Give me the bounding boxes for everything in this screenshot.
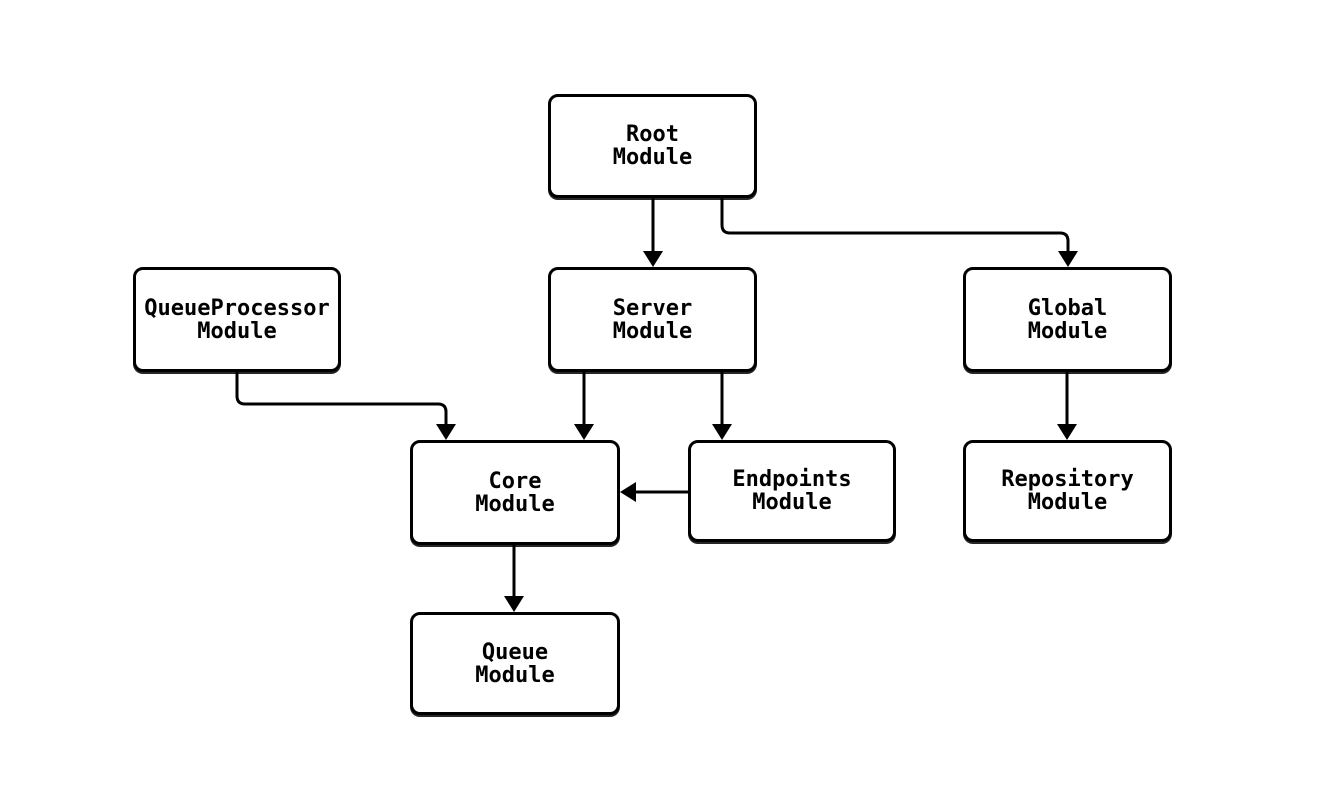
edge-core-to-queue [504,545,524,612]
node-label-line: Core [488,468,542,494]
node-queueprocessor-module: QueueProcessor Module [133,267,341,372]
node-server-module: Server Module [548,267,757,372]
node-root-module: Root Module [548,94,757,198]
node-label-line: QueueProcessor [144,295,330,321]
arrowhead-down-icon [643,251,663,267]
arrowhead-left-icon [620,482,636,502]
edge-root-to-server [643,198,663,267]
edge-server-to-core [574,372,594,440]
edge-endpoints-to-core [620,482,688,502]
node-repository-module: Repository Module [963,440,1172,542]
node-endpoints-module: Endpoints Module [688,440,896,542]
node-label-line: Module [1027,490,1108,515]
edge-global-to-repository [1057,372,1077,440]
node-label-line: Repository [1001,467,1134,492]
node-label-line: Module [612,145,693,170]
edge-queueprocessor-to-core [235,372,456,440]
edge-server-to-endpoints [712,372,732,440]
node-label-line: Module [612,318,693,344]
node-core-module: Core Module [410,440,620,545]
node-global-module: Global Module [963,267,1172,372]
node-label-line: Server [612,295,693,321]
node-label-line: Module [197,318,277,344]
arrowhead-down-icon [504,596,524,612]
arrowhead-down-icon [574,424,594,440]
node-label-line: Module [475,662,555,688]
node-label-line: Module [1027,318,1108,344]
node-label-line: Endpoints [732,467,852,492]
arrowhead-down-icon [1057,424,1077,440]
node-label-line: Module [475,491,555,517]
arrowhead-down-icon [1058,251,1078,267]
node-label-line: Root [626,122,679,147]
node-label-line: Module [752,490,832,515]
arrowhead-down-icon [712,424,732,440]
node-label-line: Global [1027,295,1108,321]
arrowhead-down-icon [436,424,456,440]
node-queue-module: Queue Module [410,612,620,715]
node-label-line: Queue [481,639,549,665]
edge-root-to-global [720,198,1078,267]
